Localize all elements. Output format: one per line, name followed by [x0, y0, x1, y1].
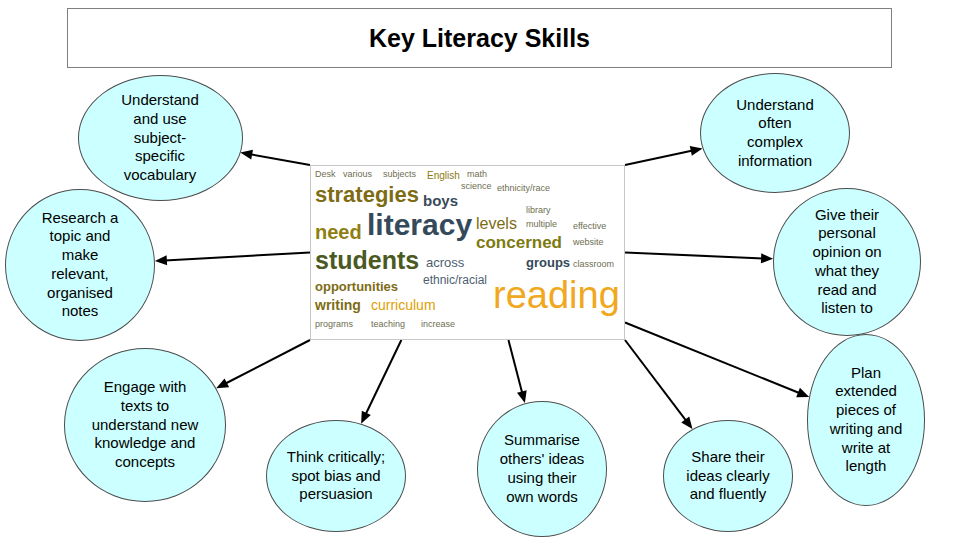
- skill-ellipse: Engage with texts to understand new know…: [64, 348, 226, 502]
- connector-arrow: [508, 340, 526, 403]
- connector-line: [625, 253, 763, 259]
- arrow-head: [761, 253, 773, 263]
- skill-ellipse: Research a topic and make relevant, orga…: [5, 189, 155, 342]
- cloud-word: Desk: [315, 170, 336, 179]
- cloud-word: ethnicity/race: [497, 184, 550, 193]
- skill-ellipse: Give their personal opinion on what they…: [773, 188, 921, 337]
- arrow-head: [517, 390, 527, 403]
- cloud-word: levels: [476, 216, 517, 232]
- arrow-head: [681, 417, 692, 430]
- skill-ellipse: Understand and use subject-specific voca…: [78, 75, 243, 201]
- connector-arrow: [216, 340, 310, 388]
- cloud-word: various: [343, 170, 372, 179]
- cloud-word: subjects: [383, 170, 416, 179]
- cloud-word: library: [526, 206, 551, 215]
- cloud-word: writing: [315, 298, 361, 312]
- skill-ellipse: Summarise others' ideas using their own …: [477, 401, 607, 537]
- connector-arrow: [625, 323, 809, 398]
- arrow-head: [155, 255, 167, 265]
- arrow-head: [796, 388, 809, 397]
- arrow-head: [240, 150, 253, 160]
- title-box: Key Literacy Skills: [67, 8, 892, 68]
- connector-line: [625, 340, 686, 421]
- cloud-word: groups: [526, 256, 570, 269]
- connector-line: [250, 154, 310, 165]
- skill-text: Share their ideas clearly and fluently: [678, 448, 778, 504]
- cloud-word: science: [461, 182, 492, 191]
- skill-text: Summarise others' ideas using their own …: [492, 431, 592, 506]
- skill-text: Engage with texts to understand new know…: [86, 378, 204, 472]
- skill-ellipse: Share their ideas clearly and fluently: [663, 420, 793, 532]
- skill-text: Think critically; spot bias and persuasi…: [286, 448, 386, 504]
- cloud-word: literacy: [367, 210, 472, 240]
- title-text: Key Literacy Skills: [369, 24, 590, 53]
- connector-arrow: [155, 253, 310, 266]
- cloud-word: math: [467, 170, 487, 179]
- connector-arrow: [625, 340, 692, 429]
- cloud-word: opportunities: [315, 280, 398, 293]
- skill-text: Give their personal opinion on what they…: [806, 206, 888, 319]
- cloud-word: effective: [573, 222, 606, 231]
- skill-text: Research a topic and make relevant, orga…: [36, 209, 124, 322]
- connector-arrow: [625, 253, 773, 264]
- connector-arrow: [240, 150, 310, 165]
- connector-line: [165, 253, 310, 261]
- cloud-word: classroom: [573, 260, 614, 269]
- connector-line: [365, 340, 401, 415]
- skill-text: Plan extended pieces of writing and writ…: [826, 364, 906, 477]
- cloud-word: website: [573, 238, 604, 247]
- skill-ellipse: Understand often complex information: [700, 73, 850, 193]
- connector-line: [508, 340, 522, 393]
- cloud-word: multiple: [526, 220, 557, 229]
- cloud-word: concerned: [476, 234, 562, 251]
- connector-line: [225, 340, 310, 384]
- connector-arrow: [361, 340, 401, 424]
- cloud-word: curriculum: [371, 298, 436, 312]
- arrow-head: [216, 378, 229, 388]
- cloud-word: across: [426, 256, 464, 269]
- skill-text: Understand often complex information: [729, 96, 821, 171]
- cloud-word: ethnic/racial: [423, 274, 487, 286]
- arrow-head: [361, 411, 371, 424]
- connector-line: [625, 151, 693, 165]
- cloud-word: teaching: [371, 320, 405, 329]
- arrow-head: [690, 146, 703, 156]
- skill-text: Understand and use subject-specific voca…: [114, 91, 206, 185]
- cloud-word: programs: [315, 320, 353, 329]
- connector-arrow: [625, 146, 703, 165]
- cloud-word: students: [315, 248, 419, 273]
- cloud-word: increase: [421, 320, 455, 329]
- connector-line: [625, 323, 800, 394]
- cloud-word: boys: [423, 193, 458, 208]
- word-cloud: Desk various subjects English math strategies…: [310, 165, 625, 340]
- cloud-word: English: [427, 171, 460, 181]
- skill-ellipse: Plan extended pieces of writing and writ…: [807, 334, 925, 505]
- skill-ellipse: Think critically; spot bias and persuasi…: [266, 420, 406, 532]
- cloud-word: strategies: [315, 184, 419, 206]
- cloud-word: reading: [493, 276, 620, 314]
- cloud-word: need: [315, 222, 362, 242]
